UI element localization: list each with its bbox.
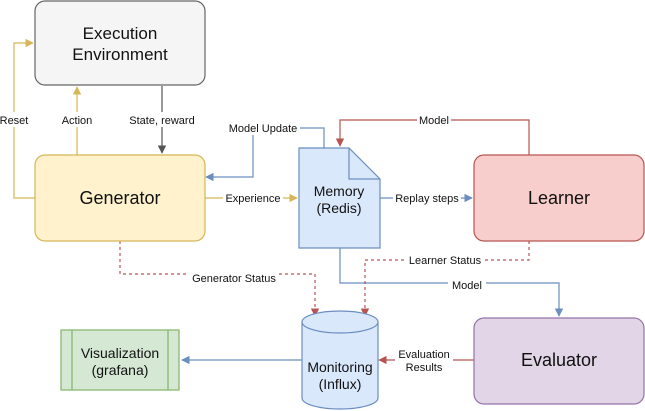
node-visualization-line2: (grafana) bbox=[92, 362, 149, 378]
node-generator[interactable]: Generator bbox=[34, 154, 206, 242]
node-execution-environment[interactable]: Execution Environment bbox=[34, 0, 206, 86]
edge-label-model-mid: Model bbox=[452, 280, 482, 292]
node-memory-line2: (Redis) bbox=[316, 200, 361, 216]
edge-label-action: Action bbox=[62, 115, 93, 127]
edge-label-state-reward: State, reward bbox=[129, 115, 194, 127]
node-visualization[interactable]: Visualization (grafana) bbox=[60, 329, 180, 391]
edge-generator-status bbox=[119, 241, 320, 317]
edge-label-evaluation-results-1: Evaluation bbox=[398, 349, 449, 361]
node-evaluator-label: Evaluator bbox=[521, 350, 597, 370]
node-learner-label: Learner bbox=[528, 188, 590, 208]
node-visualization-line1: Visualization bbox=[81, 345, 159, 361]
edge-label-experience: Experience bbox=[225, 193, 280, 205]
edge-label-model-update: Model Update bbox=[229, 123, 298, 135]
node-generator-label: Generator bbox=[79, 188, 160, 208]
node-monitoring-line2: (Influx) bbox=[319, 376, 362, 392]
edge-label-model-top: Model bbox=[419, 115, 449, 127]
node-learner[interactable]: Learner bbox=[473, 154, 645, 242]
edge-label-replay-steps: Replay steps bbox=[395, 193, 459, 205]
node-execution-environment-line1: Execution bbox=[83, 24, 158, 43]
edge-label-reset: Reset bbox=[0, 115, 28, 127]
node-monitoring-line1: Monitoring bbox=[307, 359, 372, 375]
node-evaluator[interactable]: Evaluator bbox=[473, 317, 645, 405]
edge-label-evaluation-results-2: Results bbox=[406, 362, 443, 374]
node-monitoring[interactable]: Monitoring (Influx) bbox=[301, 310, 379, 410]
edge-label-generator-status: Generator Status bbox=[192, 273, 276, 285]
edge-learner-status bbox=[360, 241, 530, 317]
node-execution-environment-line2: Environment bbox=[72, 45, 168, 64]
edge-label-learner-status: Learner Status bbox=[409, 255, 482, 267]
node-memory[interactable]: Memory (Redis) bbox=[298, 147, 381, 249]
node-memory-line1: Memory bbox=[314, 183, 365, 199]
